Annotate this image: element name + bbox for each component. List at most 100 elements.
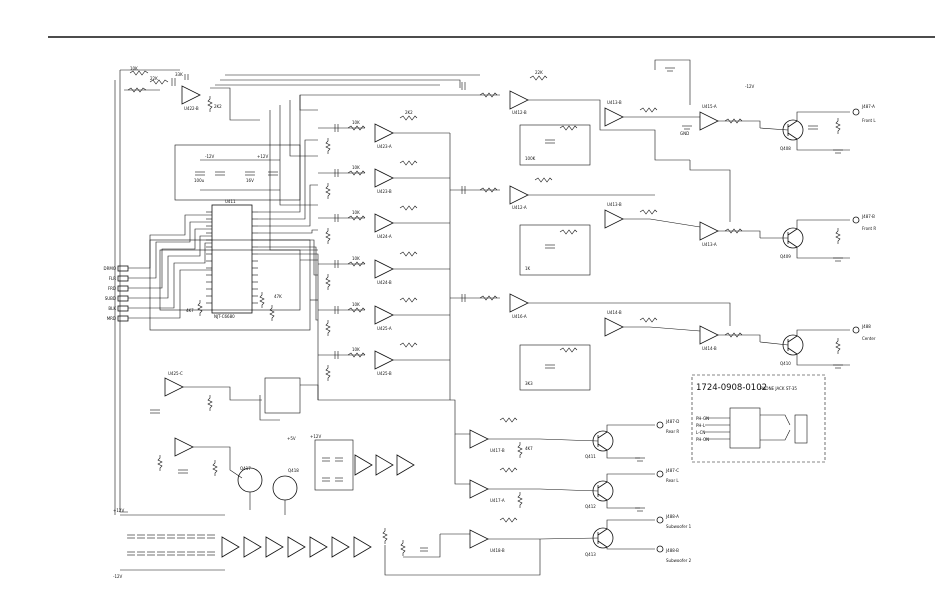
decoupling-cap-bank: +12V -12V bbox=[113, 508, 225, 579]
value-label: 10K bbox=[352, 256, 360, 261]
input-connector: FLR bbox=[109, 275, 129, 282]
input-label: DRMO bbox=[104, 266, 116, 271]
output-ref: J488 bbox=[861, 324, 871, 329]
input-filter-stage: U422-B 10K 22K 33K 2K2 bbox=[127, 66, 222, 112]
op-amp-symbol bbox=[181, 85, 201, 105]
opamp-ref: U423-B bbox=[377, 189, 392, 194]
transistor-ref: Q410 bbox=[780, 361, 791, 366]
output-ref: J487-D bbox=[665, 419, 679, 424]
transistor-ref: Q418 bbox=[288, 468, 299, 473]
rail-label: +12V bbox=[113, 508, 124, 513]
input-label: SUBD bbox=[105, 296, 116, 301]
output-ref: J487-C bbox=[665, 468, 679, 473]
opamp-ref: U424-B bbox=[377, 280, 392, 285]
transistor-ref: Q409 bbox=[780, 254, 791, 259]
rail-label: +12V bbox=[257, 154, 268, 159]
ic-part: NJT-C6680 bbox=[214, 314, 235, 319]
output-label: Subwoofer 1 bbox=[666, 524, 692, 529]
value-label: 10K bbox=[352, 347, 360, 352]
value-label: 2K2 bbox=[405, 110, 413, 115]
opamp-column-2: U412-B 22K U412-A U416-A bbox=[440, 70, 601, 391]
ground-symbols bbox=[635, 67, 843, 512]
output-jack bbox=[852, 108, 860, 116]
opamp-stage: U416-A bbox=[450, 293, 600, 319]
rail-label: +12V bbox=[310, 434, 321, 439]
output-label: Rear R bbox=[666, 429, 679, 434]
opamp-ref: U423-A bbox=[377, 144, 392, 149]
opamp-ref: U412-A bbox=[512, 205, 527, 210]
opamp-ref: U424-A bbox=[377, 234, 392, 239]
jack-pin: PH-ON bbox=[696, 437, 709, 442]
input-label: FLR bbox=[109, 276, 117, 281]
output-stage: Q411 J487-D Rear R bbox=[539, 419, 679, 459]
opamp-stage: U425-B 10K bbox=[318, 342, 450, 376]
mute-circuit: U425-C Q417 Q418 +12V +5V bbox=[150, 371, 321, 515]
opamp-ref: U425-B bbox=[377, 371, 392, 376]
output-label: Rear L bbox=[666, 478, 679, 483]
part-number: 1724-0908-0102 bbox=[696, 383, 767, 393]
opamp-ref: U425-A bbox=[377, 326, 392, 331]
input-label: BLK bbox=[108, 306, 116, 311]
output-jack bbox=[852, 216, 860, 224]
input-label: FRD bbox=[108, 286, 116, 291]
opamp-ref: U415-A bbox=[702, 104, 717, 109]
input-connector: MRD bbox=[107, 315, 129, 322]
input-connector: FRD bbox=[108, 285, 129, 292]
transistor-ref: Q413 bbox=[585, 552, 596, 557]
opamp-stage: U423-A 10K 2K2 bbox=[318, 110, 450, 149]
output-ref: J488-B bbox=[665, 548, 679, 553]
opamp-stage: U413-B bbox=[604, 100, 650, 127]
rail-label: -12V bbox=[205, 154, 215, 159]
opamp-stage: U414-B bbox=[604, 310, 650, 337]
opamp-column-3: U413-B U413-B U414-B bbox=[599, 100, 690, 337]
value-label: 2K2 bbox=[214, 104, 222, 109]
output-jack bbox=[656, 545, 664, 553]
jack-pin: L-CN bbox=[696, 430, 705, 435]
opamp-stage: U424-A 10K bbox=[318, 205, 450, 239]
opamp-ref: U414-B bbox=[702, 346, 717, 351]
value-label: 22K bbox=[535, 70, 543, 75]
opamp-ref: U425-C bbox=[168, 371, 183, 376]
opamp-ref: U422-B bbox=[184, 106, 199, 111]
left-rail-wires bbox=[114, 69, 480, 515]
value-label: 10K bbox=[352, 165, 360, 170]
output-stage-front-l: Q408 J487-A Front L bbox=[759, 104, 876, 151]
rail-label: +5V bbox=[287, 436, 296, 441]
transistor-ref: Q417 bbox=[240, 466, 251, 471]
output-jack bbox=[656, 421, 664, 429]
output-ref: J488-A bbox=[665, 514, 679, 519]
rail-label: -12V bbox=[113, 574, 123, 579]
value-label: 100u bbox=[194, 178, 205, 183]
opamp-stage: U413-A bbox=[699, 221, 719, 247]
output-label: Center bbox=[862, 336, 876, 341]
jack-pin: PH-L bbox=[696, 423, 706, 428]
opamp-ref: U414-B bbox=[607, 310, 622, 315]
opamp-column-1: U423-A 10K 2K2 U423-B 10K U424-A 10K bbox=[317, 110, 451, 401]
opamp-column-4: U415-A U413-A U414-B -12V bbox=[649, 59, 761, 351]
jack-pin: PH-GN bbox=[696, 416, 709, 421]
opamp-ref: U413-B bbox=[607, 100, 622, 105]
rear-output-transistors: Q411 J487-D Rear R Q412 J487-C Rear L bbox=[539, 419, 692, 563]
value-label: 10K bbox=[352, 302, 360, 307]
part-caption: PHONE JACK ST-35 bbox=[760, 386, 797, 391]
value-label: 4K7 bbox=[186, 308, 194, 313]
ic-ref: U411 bbox=[225, 199, 236, 204]
output-jack bbox=[852, 326, 860, 334]
input-connectors: DRMO FLR FRD SUBD BLK MRD bbox=[104, 265, 129, 322]
transistor-ref: Q412 bbox=[585, 504, 596, 509]
opamp-ref: U416-A bbox=[512, 314, 527, 319]
mux-frames bbox=[149, 94, 440, 365]
transistor-ref: Q411 bbox=[585, 454, 596, 459]
value-label: 16V bbox=[246, 178, 254, 183]
opamp-stage: U413-B bbox=[604, 202, 650, 229]
input-label: MRD bbox=[107, 316, 116, 321]
value-label: 33K bbox=[175, 72, 183, 77]
rear-opamps: U417-B U417-A U418-B 4K7 bbox=[440, 399, 540, 553]
opamp-ref: U417-B bbox=[490, 448, 505, 453]
output-label: Front R bbox=[862, 226, 876, 231]
output-stage-front-r: Q409 J487-B Front R bbox=[760, 214, 876, 259]
input-connector: DRMO bbox=[104, 265, 129, 272]
output-ref: J487-B bbox=[861, 214, 875, 219]
opamp-stage: U414-B bbox=[699, 325, 719, 351]
